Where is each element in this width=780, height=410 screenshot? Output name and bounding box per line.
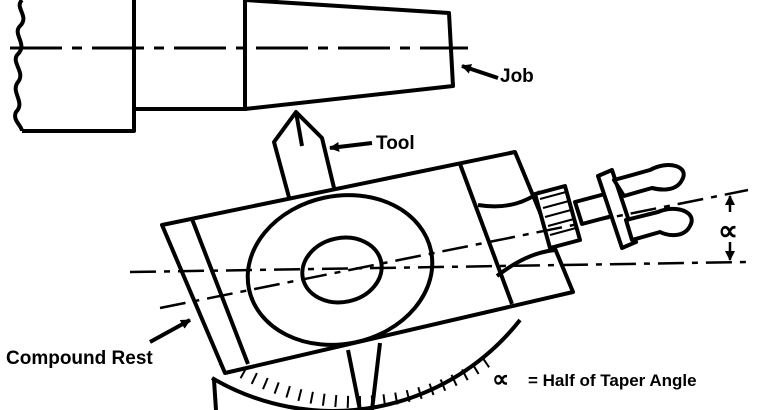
job-taper: [244, 0, 455, 111]
swivel-tick: [461, 369, 469, 381]
compound-rest-leader-arrow: [149, 318, 191, 344]
swivel-arc-lower: [212, 379, 218, 410]
swivel-tick: [382, 394, 386, 407]
swivel-tick: [273, 382, 280, 394]
swivel-tick: [481, 356, 490, 368]
swivel-tick: [285, 385, 291, 398]
job-break-line: [13, 0, 26, 132]
swivel-tick: [334, 395, 338, 408]
swivel-arc: [210, 318, 522, 410]
tool-shank: [272, 110, 337, 203]
swivel-tick: [471, 363, 480, 375]
handle-arm-lower: [624, 206, 694, 242]
swivel-tick: [250, 372, 258, 385]
compound-rest-label: Compound Rest: [6, 348, 153, 369]
job-collar: [134, 0, 247, 111]
job-leader-arrow: [461, 64, 499, 80]
leader-arrows: [149, 64, 499, 344]
swivel-tick: [450, 374, 458, 387]
job-label: Job: [500, 66, 534, 87]
swivel-tick: [439, 379, 447, 392]
feed-screw-handle: [533, 163, 694, 250]
workpiece-job: [10, 0, 468, 133]
slide-axis-line: [159, 188, 749, 310]
handle-arm-upper: [612, 163, 686, 198]
cutting-tool: [272, 110, 337, 203]
swivel-tick: [428, 383, 435, 396]
tool-leader-arrow: [329, 141, 373, 152]
axis-reference-line: [129, 260, 749, 274]
job-shoulder: [22, 0, 136, 133]
compound-rest: [160, 150, 575, 410]
taper-angle-lines: [129, 188, 749, 310]
swivel-tick: [405, 389, 411, 403]
tool-label: Tool: [376, 133, 415, 154]
swivel-tick: [417, 386, 423, 400]
swivel-tick: [321, 393, 326, 406]
swivel-tick: [297, 389, 303, 402]
legend-text: = Half of Taper Angle: [528, 371, 697, 390]
swivel-tick: [394, 392, 399, 405]
legend-symbol: ∝: [492, 366, 509, 393]
alpha-angle-label: ∝: [718, 215, 738, 246]
swivel-tick: [262, 377, 269, 390]
swivel-tick: [309, 391, 314, 404]
